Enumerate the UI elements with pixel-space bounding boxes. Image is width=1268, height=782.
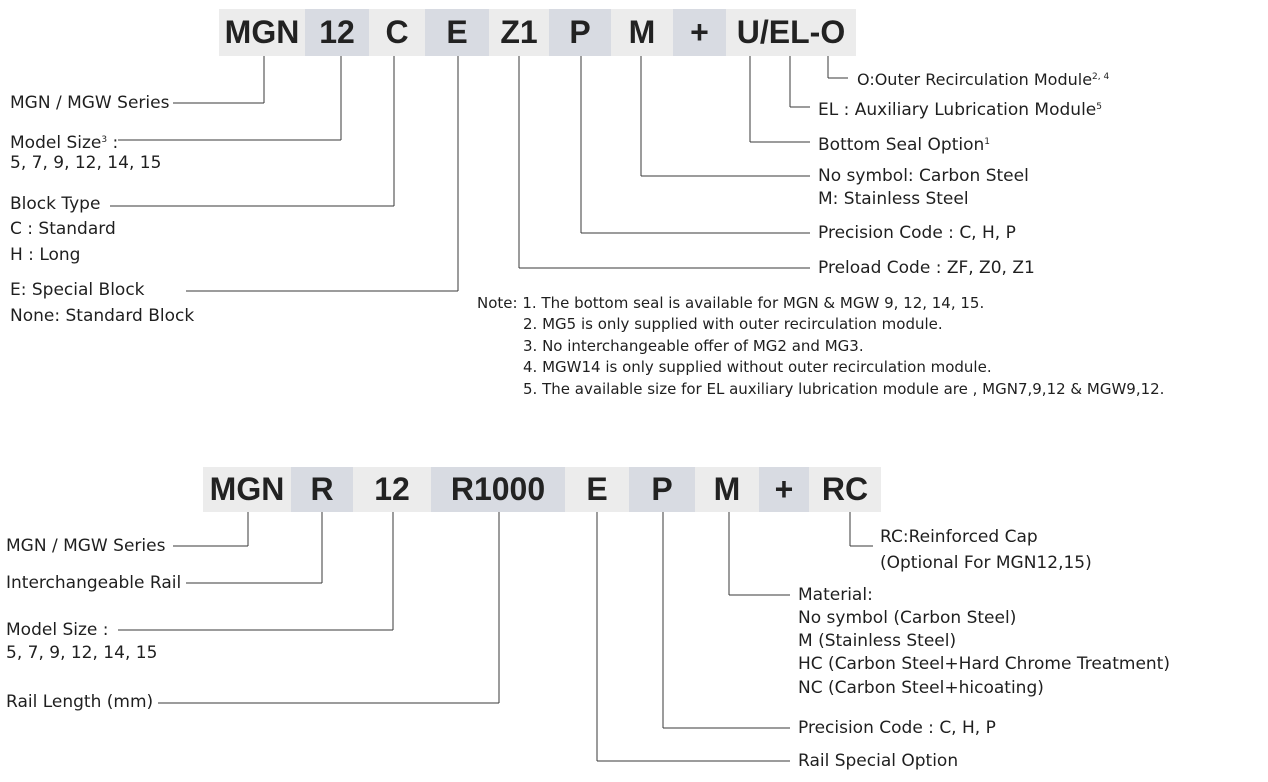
rail-label-material-none: No symbol (Carbon Steel) bbox=[798, 608, 1017, 628]
note-5: 5. The available size for EL auxiliary l… bbox=[523, 380, 1165, 398]
rail-label-material-nc: NC (Carbon Steel+hicoating) bbox=[798, 678, 1044, 698]
rail-label-interchangeable: Interchangeable Rail bbox=[6, 573, 182, 593]
aux-lub-text: EL : Auxiliary Lubrication Module bbox=[818, 100, 1097, 120]
block-seg-type: C bbox=[369, 9, 425, 56]
block-seg-preload: Z1 bbox=[489, 9, 549, 56]
rail-label-model-size-values: 5, 7, 9, 12, 14, 15 bbox=[6, 643, 158, 663]
bottom-seal-text: Bottom Seal Option bbox=[818, 135, 985, 155]
note-1: Note: 1. The bottom seal is available fo… bbox=[477, 294, 985, 312]
rail-seg-plus: + bbox=[759, 467, 809, 512]
rail-seg-precision: P bbox=[629, 467, 695, 512]
rail-seg-special: E bbox=[565, 467, 629, 512]
block-label-outer-recirc: O:Outer Recirculation Module2, 4 bbox=[857, 66, 1109, 91]
note-4: 4. MGW14 is only supplied without outer … bbox=[523, 358, 992, 376]
model-size-colon: : bbox=[107, 133, 119, 153]
rail-label-series: MGN / MGW Series bbox=[6, 536, 166, 556]
block-label-model-size-values: 5, 7, 9, 12, 14, 15 bbox=[10, 153, 162, 173]
block-label-series: MGN / MGW Series bbox=[10, 93, 170, 113]
block-seg-special: E bbox=[425, 9, 489, 56]
bottom-seal-sup: 1 bbox=[984, 137, 991, 147]
model-size-sup: 3 bbox=[101, 135, 108, 145]
note-2: 2. MG5 is only supplied with outer recir… bbox=[523, 315, 943, 333]
rail-label-rc-title: RC:Reinforced Cap bbox=[880, 527, 1038, 547]
rail-label-special: Rail Special Option bbox=[798, 751, 959, 771]
rail-label-precision: Precision Code : C, H, P bbox=[798, 718, 996, 738]
model-size-title: Model Size bbox=[10, 133, 102, 153]
rail-label-material-m: M (Stainless Steel) bbox=[798, 631, 957, 651]
outer-recirc-text: O:Outer Recirculation Module bbox=[857, 70, 1093, 89]
rail-seg-interchangeable: R bbox=[291, 467, 353, 512]
rail-seg-rc: RC bbox=[809, 467, 881, 512]
block-label-model-size: Model Size3 : bbox=[10, 129, 118, 154]
block-label-special-e: E: Special Block bbox=[10, 280, 145, 300]
block-label-special-none: None: Standard Block bbox=[10, 306, 195, 326]
block-seg-series: MGN bbox=[219, 9, 305, 56]
note-3: 3. No interchangeable offer of MG2 and M… bbox=[523, 337, 864, 355]
block-label-type-c: C : Standard bbox=[10, 219, 116, 239]
block-label-precision: Precision Code : C, H, P bbox=[818, 223, 1016, 243]
block-label-material-m: M: Stainless Steel bbox=[818, 189, 969, 209]
block-label-block-type: Block Type bbox=[10, 194, 101, 214]
outer-recirc-sup: 2, 4 bbox=[1092, 72, 1110, 82]
block-seg-options: U/EL-O bbox=[726, 9, 856, 56]
block-label-bottom-seal: Bottom Seal Option1 bbox=[818, 131, 990, 156]
aux-lub-sup: 5 bbox=[1096, 102, 1102, 112]
rail-label-model-size: Model Size : bbox=[6, 620, 109, 640]
rail-seg-length: R1000 bbox=[431, 467, 565, 512]
rail-seg-size: 12 bbox=[353, 467, 431, 512]
block-label-preload: Preload Code : ZF, Z0, Z1 bbox=[818, 258, 1035, 278]
block-label-aux-lub: EL : Auxiliary Lubrication Module5 bbox=[818, 96, 1102, 121]
rail-label-rc-note: (Optional For MGN12,15) bbox=[880, 553, 1092, 573]
block-seg-precision: P bbox=[549, 9, 611, 56]
rail-label-material-title: Material: bbox=[798, 585, 873, 605]
rail-label-length: Rail Length (mm) bbox=[6, 692, 154, 712]
block-seg-plus: + bbox=[673, 9, 726, 56]
block-label-material-none: No symbol: Carbon Steel bbox=[818, 166, 1029, 186]
block-label-type-h: H : Long bbox=[10, 245, 81, 265]
rail-seg-series: MGN bbox=[203, 467, 291, 512]
rail-seg-material: M bbox=[695, 467, 759, 512]
rail-label-material-hc: HC (Carbon Steel+Hard Chrome Treatment) bbox=[798, 654, 1170, 674]
block-seg-material: M bbox=[611, 9, 673, 56]
block-seg-size: 12 bbox=[305, 9, 369, 56]
